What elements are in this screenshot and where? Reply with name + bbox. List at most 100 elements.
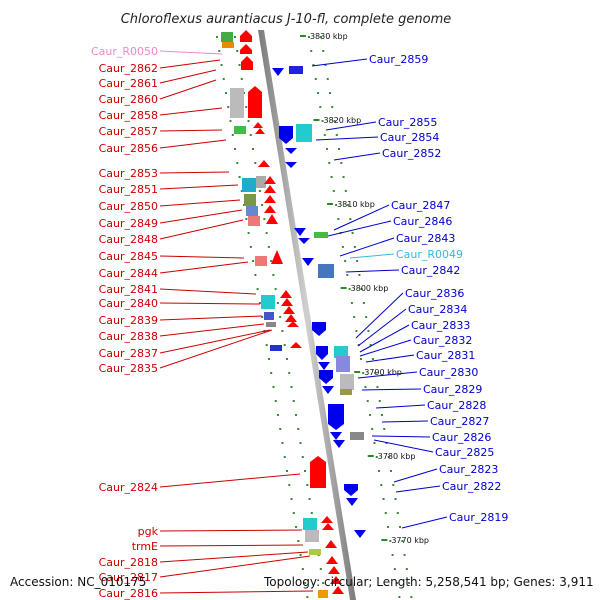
- gene-label-right[interactable]: Caur_2836: [405, 287, 464, 300]
- forward-gene-block[interactable]: [240, 44, 252, 54]
- reverse-gene-block[interactable]: [279, 126, 293, 144]
- gene-label-right[interactable]: Caur_2830: [419, 366, 478, 379]
- gene-label-right[interactable]: Caur_2828: [427, 399, 486, 412]
- gene-label-left[interactable]: Caur_2851: [99, 183, 158, 196]
- forward-gene-arrow[interactable]: [271, 250, 283, 264]
- gene-label-right[interactable]: Caur_2819: [449, 511, 508, 524]
- reverse-gene-arrow[interactable]: [346, 498, 358, 506]
- gene-block[interactable]: [318, 590, 328, 598]
- gene-label-right[interactable]: Caur_2834: [408, 303, 467, 316]
- forward-gene-arrow[interactable]: [255, 128, 265, 134]
- gene-label-right[interactable]: Caur_2823: [439, 463, 498, 476]
- gene-label-right[interactable]: Caur_2826: [432, 431, 491, 444]
- hypothetical-gene-block[interactable]: [305, 530, 319, 542]
- forward-gene-arrow[interactable]: [264, 176, 276, 184]
- gene-block[interactable]: [296, 124, 312, 142]
- gene-label-left[interactable]: Caur_2818: [99, 556, 158, 569]
- gene-block[interactable]: [244, 194, 256, 206]
- gene-label-left[interactable]: Caur_2817: [99, 571, 158, 584]
- gene-label-right[interactable]: Caur_2859: [369, 53, 428, 66]
- gene-block[interactable]: [318, 264, 334, 278]
- gene-block[interactable]: [261, 295, 275, 309]
- gene-label-left[interactable]: Caur_2840: [99, 297, 158, 310]
- hypothetical-gene-block[interactable]: [266, 322, 276, 327]
- gene-label-left[interactable]: Caur_2857: [99, 125, 158, 138]
- gene-label-right[interactable]: Caur_2846: [393, 215, 452, 228]
- gene-label-right[interactable]: Caur_2825: [435, 446, 494, 459]
- gene-label-right[interactable]: Caur_2831: [416, 349, 475, 362]
- gene-block[interactable]: [303, 518, 317, 530]
- gene-label-left[interactable]: pgk: [138, 525, 159, 538]
- gene-label-left[interactable]: Caur_2844: [99, 267, 158, 280]
- gene-label-right[interactable]: Caur_2822: [442, 480, 501, 493]
- reverse-gene-block[interactable]: [319, 370, 333, 384]
- forward-gene-arrow[interactable]: [326, 556, 338, 564]
- forward-gene-arrow[interactable]: [322, 523, 334, 530]
- gene-block[interactable]: [309, 549, 321, 555]
- gene-block[interactable]: [334, 346, 348, 358]
- forward-gene-arrow[interactable]: [264, 195, 276, 203]
- gene-label-left[interactable]: Caur_2860: [99, 93, 158, 106]
- forward-gene-arrow[interactable]: [290, 342, 302, 348]
- reverse-gene-arrow[interactable]: [294, 228, 306, 236]
- gene-block[interactable]: [336, 356, 350, 372]
- gene-block[interactable]: [242, 178, 256, 192]
- forward-gene-arrow[interactable]: [321, 516, 333, 523]
- reverse-gene-block[interactable]: [312, 322, 326, 336]
- reverse-gene-arrow[interactable]: [285, 162, 297, 168]
- gene-block[interactable]: [314, 232, 328, 238]
- reverse-gene-arrow[interactable]: [330, 432, 342, 440]
- reverse-gene-arrow[interactable]: [298, 238, 310, 244]
- gene-label-right[interactable]: Caur_2843: [396, 232, 455, 245]
- gene-label-left[interactable]: Caur_2838: [99, 330, 158, 343]
- gene-label-left[interactable]: Caur_2858: [99, 109, 158, 122]
- reverse-gene-arrow[interactable]: [272, 68, 284, 76]
- gene-label-right[interactable]: Caur_2855: [378, 116, 437, 129]
- forward-gene-arrow[interactable]: [280, 290, 292, 298]
- gene-label-left[interactable]: Caur_R0050: [91, 45, 158, 58]
- gene-block[interactable]: [340, 389, 352, 395]
- forward-gene-block[interactable]: [241, 56, 253, 70]
- gene-label-right[interactable]: Caur_2829: [423, 383, 482, 396]
- hypothetical-gene-block[interactable]: [350, 432, 364, 440]
- gene-label-left[interactable]: Caur_2835: [99, 362, 158, 375]
- reverse-gene-arrow[interactable]: [302, 258, 314, 266]
- gene-label-left[interactable]: Caur_2841: [99, 283, 158, 296]
- gene-label-left[interactable]: Caur_2837: [99, 347, 158, 360]
- forward-gene-arrow[interactable]: [266, 214, 278, 224]
- reverse-gene-arrow[interactable]: [285, 148, 297, 154]
- reverse-gene-block[interactable]: [344, 484, 358, 496]
- gene-label-right[interactable]: Caur_2842: [401, 264, 460, 277]
- reverse-gene-arrow[interactable]: [322, 386, 334, 394]
- gene-label-left[interactable]: Caur_2850: [99, 200, 158, 213]
- reverse-gene-block[interactable]: [328, 404, 344, 430]
- reverse-gene-arrow[interactable]: [318, 362, 330, 370]
- gene-block[interactable]: [246, 206, 258, 216]
- gene-label-right[interactable]: Caur_2854: [380, 131, 439, 144]
- gene-block[interactable]: [234, 126, 246, 134]
- forward-gene-arrow[interactable]: [258, 160, 270, 167]
- gene-block[interactable]: [222, 42, 234, 48]
- reverse-gene-arrow[interactable]: [333, 440, 345, 448]
- gene-block[interactable]: [248, 216, 260, 226]
- forward-gene-block[interactable]: [240, 30, 252, 42]
- gene-label-right[interactable]: Caur_R0049: [396, 248, 463, 261]
- hypothetical-gene-block[interactable]: [256, 176, 266, 188]
- hypothetical-gene-block[interactable]: [340, 374, 354, 390]
- forward-gene-arrow[interactable]: [281, 298, 293, 306]
- gene-block[interactable]: [255, 256, 267, 266]
- gene-label-left[interactable]: Caur_2824: [99, 481, 158, 494]
- gene-block[interactable]: [270, 345, 282, 351]
- forward-gene-block[interactable]: [248, 86, 262, 118]
- gene-label-right[interactable]: Caur_2852: [382, 147, 441, 160]
- gene-label-left[interactable]: Caur_2856: [99, 142, 158, 155]
- gene-label-left[interactable]: Caur_2816: [99, 587, 158, 600]
- forward-gene-arrow[interactable]: [325, 540, 337, 548]
- gene-block[interactable]: [221, 32, 233, 42]
- hypothetical-gene-block[interactable]: [230, 88, 244, 118]
- forward-gene-arrow[interactable]: [287, 321, 299, 327]
- forward-gene-block[interactable]: [310, 456, 326, 488]
- gene-label-left[interactable]: Caur_2862: [99, 62, 158, 75]
- gene-label-left[interactable]: Caur_2839: [99, 314, 158, 327]
- reverse-gene-block[interactable]: [316, 346, 328, 360]
